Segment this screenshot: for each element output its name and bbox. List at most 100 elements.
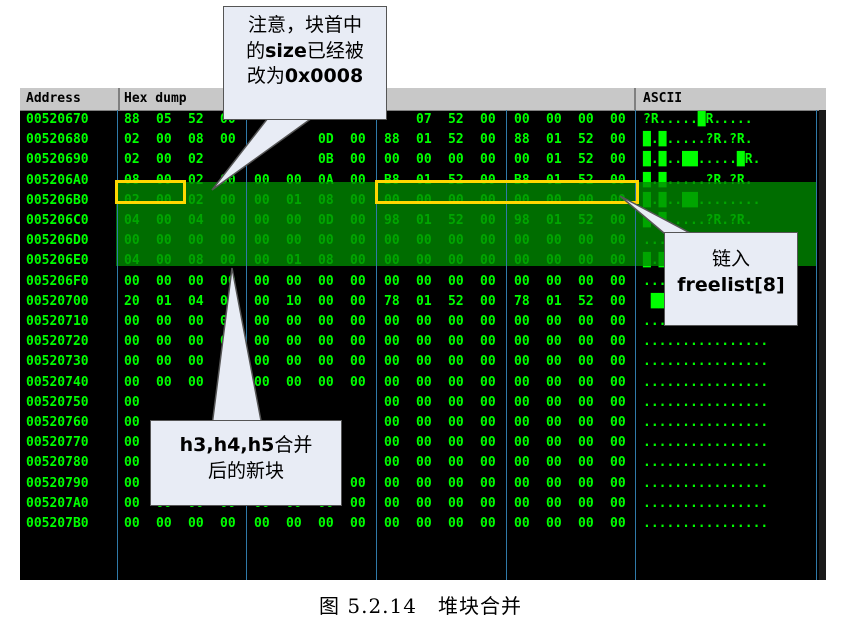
hex-byte: 00 — [220, 374, 236, 390]
hex-byte: 00 — [610, 112, 626, 127]
address-column-header[interactable]: Address — [26, 91, 81, 106]
hex-byte: 00 — [416, 273, 432, 289]
hex-byte: 00 — [124, 455, 140, 471]
dump-row[interactable]: 005206708805520007520000000000?R.....█R.… — [20, 112, 826, 130]
hex-byte: 00 — [318, 314, 334, 329]
hex-byte: 00 — [480, 293, 496, 309]
hex-byte: 00 — [254, 273, 270, 289]
hex-byte: 00 — [384, 374, 400, 390]
row-ascii: █.█.....?R.?R. — [643, 132, 753, 148]
hex-byte: 00 — [480, 112, 496, 127]
hex-byte: 00 — [578, 334, 594, 350]
hex-byte: 00 — [350, 132, 366, 148]
hex-byte: 00 — [514, 415, 530, 430]
hex-byte: 00 — [350, 152, 366, 168]
hex-byte: 02 — [124, 132, 140, 148]
hex-byte: 00 — [350, 374, 366, 390]
row-ascii: ................ — [643, 354, 769, 370]
hex-byte: 00 — [124, 374, 140, 390]
hex-byte: 00 — [254, 354, 270, 370]
header-separator[interactable] — [634, 88, 636, 110]
hex-byte: 00 — [610, 152, 626, 168]
hex-byte: 00 — [514, 152, 530, 168]
hex-byte: 00 — [610, 516, 626, 531]
hex-byte: 00 — [156, 152, 172, 168]
hex-byte: 00 — [514, 394, 530, 410]
hex-byte: 00 — [448, 273, 464, 289]
hex-byte: 01 — [546, 293, 562, 309]
row-ascii: █.█..██.....█R. — [643, 152, 761, 168]
merged-chunks-label: h3,h4,h5 — [179, 434, 275, 456]
hex-byte: 00 — [610, 354, 626, 370]
ascii-column-header[interactable]: ASCII — [643, 91, 683, 106]
hex-byte: 00 — [384, 435, 400, 451]
hex-byte: 00 — [416, 455, 432, 471]
dump-row[interactable]: 005207A000000000000000000000000000000000… — [20, 496, 826, 514]
hex-byte: 00 — [610, 394, 626, 410]
hex-byte: 00 — [384, 354, 400, 370]
hex-byte: 00 — [514, 374, 530, 390]
hex-byte: 00 — [578, 495, 594, 511]
row-address: 005206D0 — [26, 233, 89, 249]
hex-byte: 00 — [124, 435, 140, 451]
hex-byte: 88 — [384, 132, 400, 148]
hex-byte: 00 — [286, 374, 302, 390]
row-address: 005206F0 — [26, 273, 89, 289]
size-field-highlight — [115, 180, 186, 204]
hex-byte: 00 — [578, 314, 594, 329]
hex-byte: 00 — [318, 374, 334, 390]
hex-byte: 01 — [416, 132, 432, 148]
merged-block-callout: h3,h4,h5合并 后的新块 — [150, 420, 342, 506]
size-note-text: 改为 — [246, 65, 285, 88]
hex-byte: 00 — [350, 334, 366, 350]
hex-byte: 00 — [546, 334, 562, 350]
row-ascii: ................ — [643, 374, 769, 390]
row-ascii: ................ — [643, 475, 769, 491]
hex-byte: 00 — [416, 394, 432, 410]
row-address: 00520680 — [26, 132, 89, 148]
dump-row[interactable]: 0052079000000000000000000000000000000000… — [20, 476, 826, 494]
hex-byte: 00 — [286, 516, 302, 531]
hex-byte: 00 — [546, 455, 562, 471]
hex-byte: 00 — [384, 314, 400, 329]
hex-byte: 00 — [480, 354, 496, 370]
hex-byte: 00 — [480, 475, 496, 491]
hex-byte: 00 — [124, 516, 140, 531]
column-divider — [246, 110, 247, 580]
hex-byte: 00 — [220, 334, 236, 350]
hex-byte: 52 — [578, 132, 594, 148]
hex-byte: 52 — [448, 132, 464, 148]
header-separator[interactable] — [118, 88, 120, 110]
hex-column-header[interactable]: Hex dump — [124, 91, 187, 106]
hex-byte: 00 — [254, 293, 270, 309]
hex-byte: 00 — [610, 475, 626, 491]
hex-byte: 00 — [448, 152, 464, 168]
hex-byte: 00 — [416, 516, 432, 531]
hex-byte: 52 — [578, 152, 594, 168]
hex-byte: 00 — [188, 354, 204, 370]
hex-byte: 00 — [318, 354, 334, 370]
hex-byte: 00 — [124, 475, 140, 491]
figure-caption: 图 5.2.14 堆块合并 — [319, 594, 522, 618]
size-note-text: 已经被 — [306, 39, 364, 62]
hex-byte: 00 — [448, 455, 464, 471]
hex-byte: 00 — [610, 314, 626, 329]
scrollbar[interactable] — [819, 110, 826, 580]
hex-byte: 00 — [156, 273, 172, 289]
hex-byte: 08 — [188, 132, 204, 148]
hex-byte: 00 — [546, 435, 562, 451]
hex-byte: 00 — [384, 394, 400, 410]
hex-byte: 00 — [546, 516, 562, 531]
hex-byte: 00 — [610, 374, 626, 390]
hex-byte: 52 — [188, 112, 204, 127]
